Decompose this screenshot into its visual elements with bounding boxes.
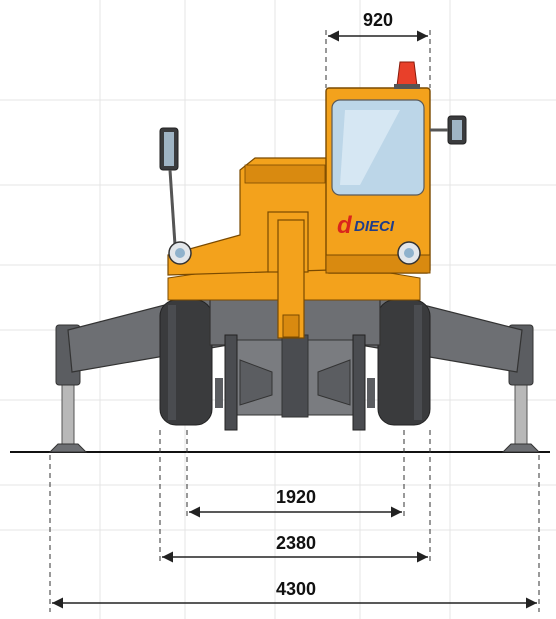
- right-mirror-icon: [430, 115, 467, 145]
- extension-lines: [49, 30, 540, 612]
- dim-label-track-outer: 2380: [276, 533, 316, 553]
- logo-letter: d: [337, 212, 353, 239]
- headlight-icon: [168, 241, 421, 265]
- left-mirror-icon: [159, 127, 179, 246]
- telescopic-boom: [267, 211, 309, 339]
- dim-label-cab-width: 920: [363, 10, 393, 30]
- brand-logo: d DIECI: [337, 212, 395, 239]
- dim-label-outrigger-span: 4300: [276, 579, 316, 599]
- dimension-lines: [52, 30, 537, 609]
- dim-label-track-inner: 1920: [276, 487, 316, 507]
- logo-word: DIECI: [354, 218, 395, 235]
- right-tire: [377, 299, 431, 426]
- left-tire: [159, 299, 213, 426]
- beacon-icon: [394, 61, 420, 89]
